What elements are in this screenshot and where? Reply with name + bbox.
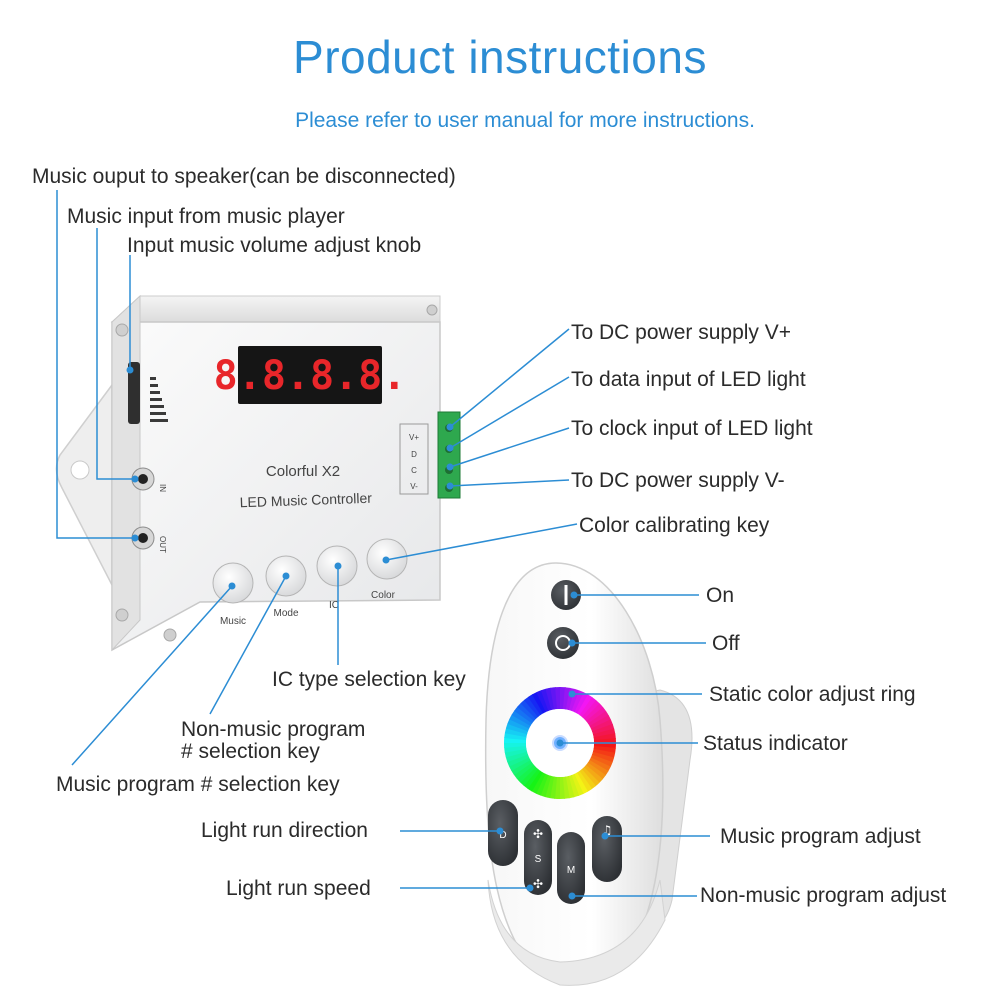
label-on: On [706,584,735,607]
key-label-s: S [535,854,542,865]
label-non-music-adjust: Non-music program adjust [700,884,947,907]
remote-lower-keys [488,800,622,904]
label-dc-minus: To DC power supply V- [571,469,785,492]
button-label-ic: IC [329,600,339,611]
jack-label-in: IN [158,484,167,492]
label-static-ring: Static color adjust ring [709,683,916,706]
callout-lines [56,190,710,897]
label-color-key: Color calibrating key [579,514,770,537]
label-dc-plus: To DC power supply V+ [571,321,792,344]
label-data-input: To data input of LED light [571,368,806,391]
page-subtitle: Please refer to user manual for more ins… [295,109,755,132]
mode-key [557,832,585,904]
label-light-speed: Light run speed [226,877,371,900]
label-music-program-key: Music program # selection key [56,773,340,796]
label-non-music-key-1: Non-music program [181,718,366,741]
label-clock-input: To clock input of LED light [571,417,813,440]
label-light-direction: Light run direction [201,819,368,842]
display-readout: 8.8.8.8. [214,353,407,399]
button-label-music: Music [220,616,246,627]
label-off: Off [712,632,740,655]
port-label-c: C [411,466,417,475]
jack-label-out: OUT [158,536,167,553]
label-status-indicator: Status indicator [703,732,848,755]
speed-key [524,820,552,895]
controller-device [55,294,461,652]
label-ic-key: IC type selection key [272,668,466,691]
label-music-adjust: Music program adjust [720,825,921,848]
callout-dots [126,366,609,900]
label-music-input: Music input from music player [67,205,345,228]
fan-icon-2: ✣ [533,877,543,891]
music-key [592,816,622,882]
key-label-d: D [499,830,506,841]
button-label-color: Color [371,590,396,601]
button-label-mode: Mode [273,608,298,619]
controller-model: LED Music Controller [239,490,372,511]
key-label-m: M [567,865,575,876]
port-label-vplus: V+ [409,433,419,442]
label-non-music-key-2: # selection key [181,740,320,763]
port-label-vminus: V- [410,482,418,491]
label-music-output: Music ouput to speaker(can be disconnect… [32,165,456,188]
music-note-icon: ♫ [602,823,613,837]
controller-brand: Colorful X2 [266,463,340,480]
page-title: Product instructions [293,31,707,83]
fan-icon: ✣ [533,827,543,841]
label-volume-knob: Input music volume adjust knob [127,234,422,257]
port-label-d: D [411,450,417,459]
static-color-ring [504,687,616,799]
direction-key [488,800,518,866]
